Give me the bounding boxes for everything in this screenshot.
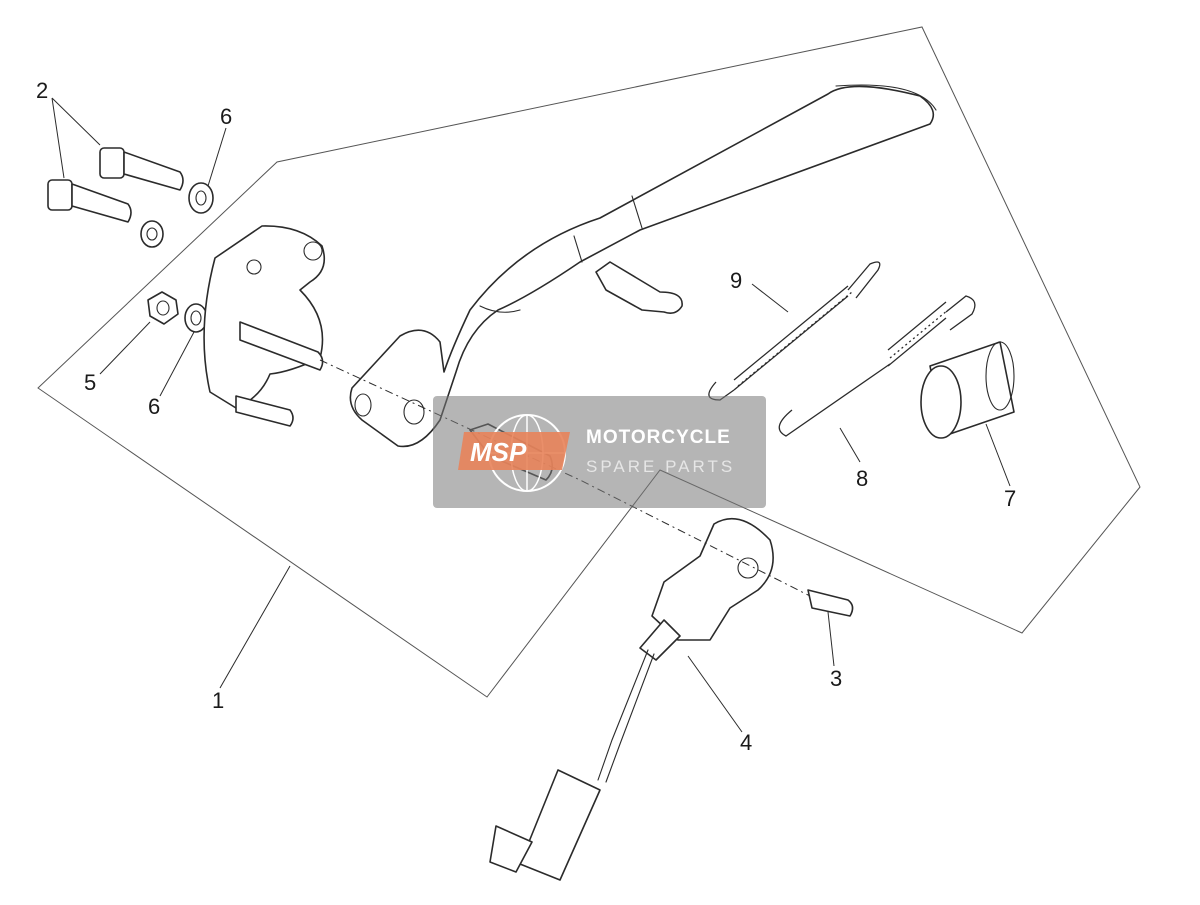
callout-2: 2 (36, 78, 49, 103)
callout-5: 5 (84, 370, 97, 395)
spring-pin (595, 261, 683, 314)
watermark-subtitle: SPARE PARTS (586, 457, 736, 476)
leader-2 (51, 97, 101, 179)
bolt-upper (99, 147, 184, 191)
assembly-group-outline-1 (37, 26, 1141, 698)
leader-7 (985, 423, 1011, 487)
callout-9: 9 (730, 268, 743, 293)
callout-8: 8 (856, 466, 869, 491)
side-stand-leg (349, 84, 937, 448)
leader-4 (687, 655, 743, 733)
watermark-title: MOTORCYCLE (586, 427, 731, 448)
msp-logo-badge (458, 432, 570, 470)
watermark-logo-text: MSP (470, 437, 527, 467)
bolt-lower (47, 179, 132, 223)
leader-6-top (207, 127, 227, 187)
sleeve (920, 341, 1015, 439)
callout-6-top: 6 (220, 104, 233, 129)
spring-short (778, 295, 976, 437)
side-stand-switch (489, 517, 774, 881)
leader-5 (99, 321, 151, 375)
assembly-axis (319, 359, 811, 597)
leader-6-mid (159, 331, 195, 397)
screw (807, 589, 854, 617)
mounting-plate (203, 225, 326, 427)
leader-8 (839, 427, 861, 463)
leader-9 (751, 283, 789, 313)
callout-7: 7 (1004, 486, 1017, 511)
callout-3: 3 (830, 666, 843, 691)
leader-3 (827, 611, 835, 667)
washer-upper (188, 182, 214, 214)
callout-6-mid: 6 (148, 394, 161, 419)
callout-4: 4 (740, 730, 753, 755)
leader-1 (219, 565, 291, 689)
callout-1: 1 (212, 688, 225, 713)
nut (147, 291, 179, 325)
washer-lower (140, 220, 164, 248)
